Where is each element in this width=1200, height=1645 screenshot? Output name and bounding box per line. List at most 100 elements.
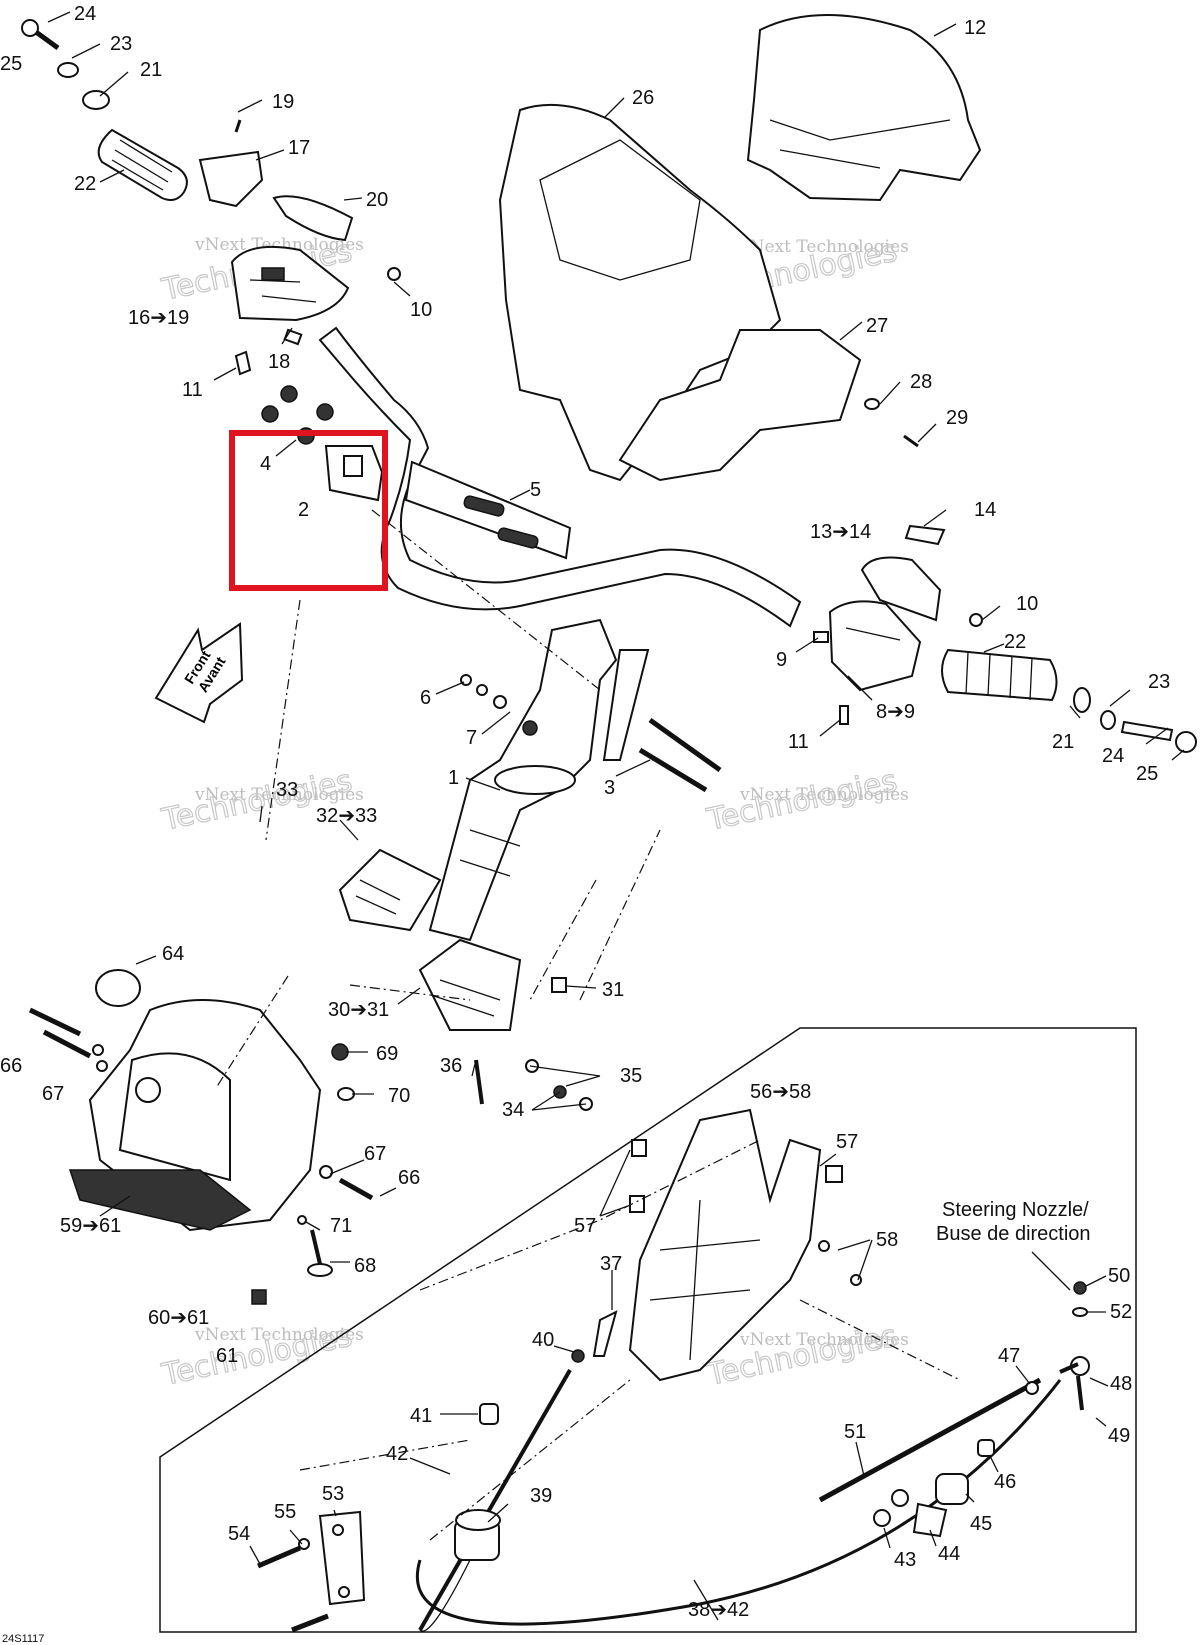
callout-label: 54	[228, 1523, 250, 1545]
callout-label: 53	[322, 1483, 344, 1505]
screw-10-right	[969, 613, 983, 627]
callout-label: 31	[602, 979, 624, 1001]
left-grip-assembly	[21, 19, 401, 445]
cover-20	[272, 195, 354, 242]
ring-43a	[873, 1509, 891, 1527]
console-cover-12	[746, 14, 982, 202]
callout-label: 58	[876, 1229, 898, 1251]
nut-57a	[631, 1139, 647, 1157]
cable-42	[415, 1369, 1062, 1632]
callout-label: 23	[1148, 671, 1170, 693]
bushing-30	[418, 938, 522, 1031]
nozzle-nut-39	[454, 1509, 501, 1561]
callout-label: 57	[836, 1131, 858, 1153]
callout-label: 21	[140, 59, 162, 81]
callout-label: 69	[376, 1043, 398, 1065]
callout-label: 10	[1016, 593, 1038, 615]
right-grip-assembly	[813, 524, 1197, 753]
callout-label: 24	[1102, 745, 1124, 767]
callout-label: 1	[448, 767, 459, 789]
callout-label: 18	[268, 351, 290, 373]
callout-label: 17	[288, 137, 310, 159]
callout-label: 8➔9	[876, 701, 915, 723]
callout-label: 60➔61	[148, 1307, 209, 1329]
cable-box	[159, 1027, 1137, 1633]
callout-label: 11	[182, 379, 203, 401]
watermark-text: vNext Technologies	[739, 237, 909, 257]
housing-cover-17	[198, 150, 264, 208]
callout-label: 64	[162, 943, 184, 965]
washers-6-7	[460, 674, 538, 736]
callout-label: 45	[970, 1513, 992, 1535]
switch-housing-16	[230, 245, 350, 322]
callout-label: 34	[502, 1099, 524, 1121]
callout-label: 71	[330, 1215, 352, 1237]
handlebar	[318, 326, 802, 628]
callout-label: 40	[532, 1329, 554, 1351]
callout-label: 27	[866, 315, 888, 337]
callout-label: 39	[530, 1485, 552, 1507]
callout-label: 55	[274, 1501, 296, 1523]
callout-label: 26	[632, 87, 654, 109]
nut-4a	[280, 385, 298, 403]
callout-label: 47	[998, 1345, 1020, 1367]
callout-label: 24	[74, 3, 96, 25]
screw-24-right	[1120, 720, 1174, 742]
washer-55	[298, 1538, 310, 1550]
diagram-code: 24S1117	[2, 1633, 44, 1645]
watermark-text: vNext Technologies	[194, 785, 364, 805]
callout-label: 14	[974, 499, 996, 521]
callout-label: 33	[276, 779, 298, 801]
bracket-56	[628, 1108, 822, 1382]
callout-label: 32➔33	[316, 805, 377, 827]
screw-10	[387, 267, 401, 281]
watermark-text: vNext Technologies	[739, 785, 909, 805]
callout-label: 22	[74, 173, 96, 195]
callout-label: 66	[398, 1167, 420, 1189]
cable-support-53	[318, 1510, 366, 1606]
callout-label: 3	[604, 777, 615, 799]
nut-4c	[316, 403, 334, 421]
nut-9	[813, 631, 829, 643]
washer-23	[57, 62, 79, 78]
callout-label: 12	[964, 17, 986, 39]
console-cover-26	[498, 103, 782, 482]
callout-label: 23	[110, 33, 132, 55]
pin-68	[307, 1229, 333, 1277]
nut-40	[571, 1349, 585, 1363]
alignment-lines	[215, 509, 961, 1541]
ring-43b	[891, 1489, 909, 1507]
sleeve-41	[479, 1403, 499, 1425]
pin-11-right	[839, 705, 849, 725]
callout-label: 4	[260, 453, 271, 475]
watermark-text: vNext Technologies	[194, 1325, 364, 1345]
front-arrow-icon: Front Avant	[154, 622, 244, 724]
watermark-text: vNext Technologies	[194, 235, 364, 255]
callout-label: 43	[894, 1549, 916, 1571]
bracket-37	[592, 1310, 618, 1357]
bolt-36	[474, 1059, 484, 1105]
callout-label: 51	[844, 1421, 866, 1443]
support-27	[618, 329, 862, 482]
callout-label: 61	[216, 1345, 238, 1367]
pin-11	[234, 350, 252, 376]
watermark-text: Technologies	[703, 764, 900, 839]
bolts-3	[638, 717, 722, 793]
callout-label: 48	[1110, 1373, 1132, 1395]
clamp-2	[324, 445, 384, 502]
nut-4b	[261, 405, 279, 423]
screw-29	[903, 434, 919, 448]
callout-label: 49	[1108, 1425, 1130, 1447]
steering-column-1	[428, 618, 650, 942]
callout-label: 2	[298, 499, 309, 521]
washers-34-35	[525, 1059, 593, 1111]
cable-end-51	[818, 1377, 1042, 1503]
callout-label: 37	[600, 1253, 622, 1275]
washer-28	[864, 398, 880, 410]
nut-60	[251, 1289, 267, 1305]
switch-housing-8	[828, 600, 922, 692]
highlight-box	[229, 430, 388, 591]
bushing-45	[935, 1473, 969, 1505]
bushing-32	[338, 848, 442, 932]
callout-label: 70	[388, 1085, 410, 1107]
